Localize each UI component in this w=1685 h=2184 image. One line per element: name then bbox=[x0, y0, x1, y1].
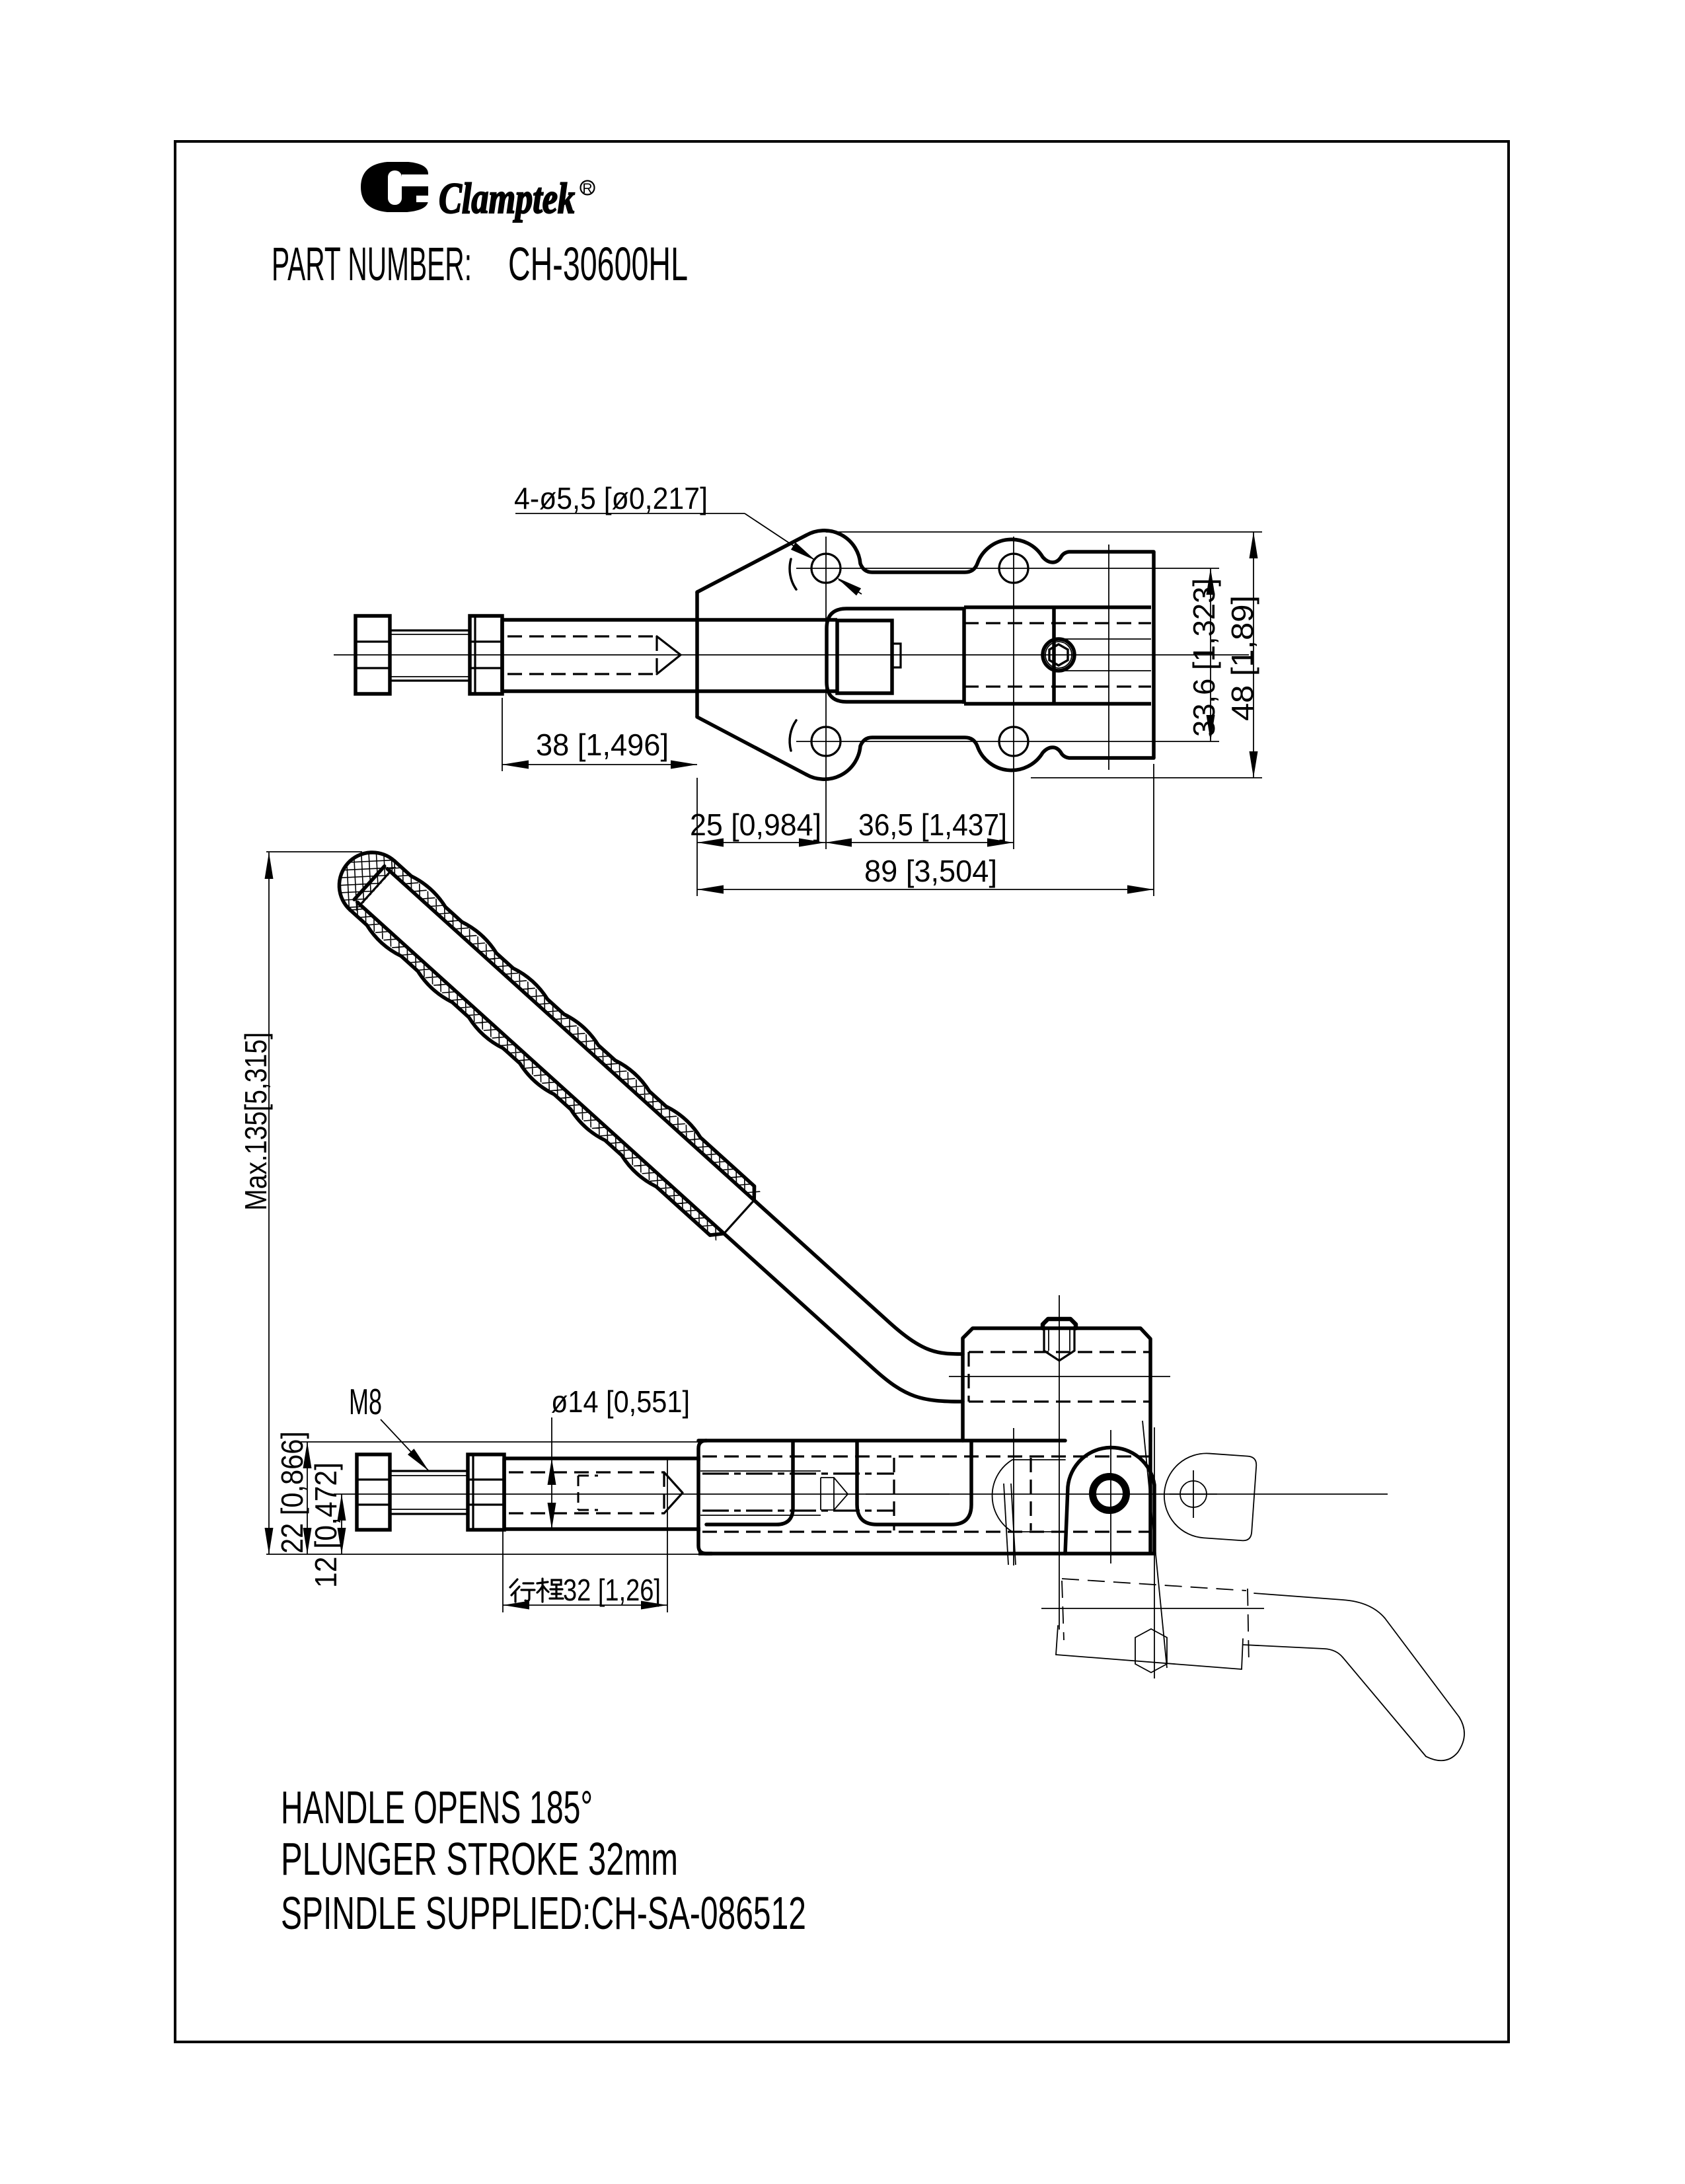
svg-text:ø14 [0,551]: ø14 [0,551] bbox=[551, 1384, 690, 1419]
svg-text:48 [1,89]: 48 [1,89] bbox=[1225, 595, 1259, 721]
svg-text:38 [1,496]: 38 [1,496] bbox=[536, 728, 669, 762]
svg-text:HANDLE OPENS 185°: HANDLE OPENS 185° bbox=[281, 1782, 593, 1833]
svg-text:4-ø5,5 [ø0,217]: 4-ø5,5 [ø0,217] bbox=[514, 481, 708, 515]
svg-text:12 [0,472]: 12 [0,472] bbox=[309, 1462, 343, 1588]
svg-text:33,6 [1,323]: 33,6 [1,323] bbox=[1187, 578, 1221, 737]
svg-text:CH-30600HL: CH-30600HL bbox=[508, 239, 688, 291]
svg-text:Max.135[5,315]: Max.135[5,315] bbox=[239, 1032, 273, 1211]
svg-text:PART NUMBER:: PART NUMBER: bbox=[272, 239, 472, 291]
svg-text:SPINDLE SUPPLIED:CH-SA-086512: SPINDLE SUPPLIED:CH-SA-086512 bbox=[281, 1887, 806, 1939]
svg-text:89 [3,504]: 89 [3,504] bbox=[864, 854, 997, 888]
svg-text:36,5 [1,437]: 36,5 [1,437] bbox=[858, 808, 1007, 842]
svg-text:25 [0,984]: 25 [0,984] bbox=[690, 808, 821, 842]
svg-text:Clamptek: Clamptek bbox=[439, 174, 575, 223]
svg-text:R: R bbox=[582, 181, 592, 196]
svg-text:32 [1,26]: 32 [1,26] bbox=[563, 1573, 661, 1607]
svg-text:22 [0,866]: 22 [0,866] bbox=[275, 1431, 309, 1554]
svg-text:M8: M8 bbox=[349, 1381, 382, 1422]
svg-text:PLUNGER STROKE 32mm: PLUNGER STROKE 32mm bbox=[281, 1833, 678, 1885]
